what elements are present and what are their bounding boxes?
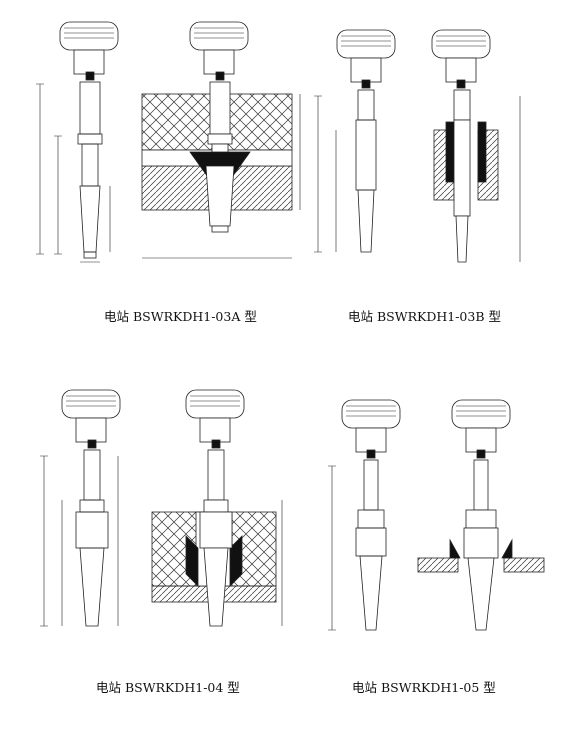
caption-04: 电站 BSWRKDH1-04 型: [96, 680, 240, 695]
drawing-05-sensor: [328, 399, 401, 631]
drawing-03a-sensor: [36, 21, 119, 263]
caption-03b: 电站 BSWRKDH1-03B 型: [348, 309, 501, 324]
junction-head: [451, 399, 511, 459]
junction-head: [341, 399, 401, 459]
drawing-03b-sensor: [314, 29, 396, 253]
caption-03a: 电站 BSWRKDH1-03A 型: [104, 309, 257, 324]
junction-head: [189, 21, 249, 81]
caption-05: 电站 BSWRKDH1-05 型: [352, 680, 496, 695]
junction-head: [59, 21, 119, 81]
drawing-04-installed: [117, 389, 283, 627]
junction-head: [61, 389, 121, 449]
junction-head: [336, 29, 396, 89]
junction-head: [431, 29, 491, 89]
drawing-03b-installed: [431, 29, 521, 263]
drawing-05-installed: [417, 399, 545, 631]
junction-head: [185, 389, 245, 449]
drawing-04-sensor: [40, 389, 121, 627]
drawing-03a-installed: [141, 21, 301, 259]
